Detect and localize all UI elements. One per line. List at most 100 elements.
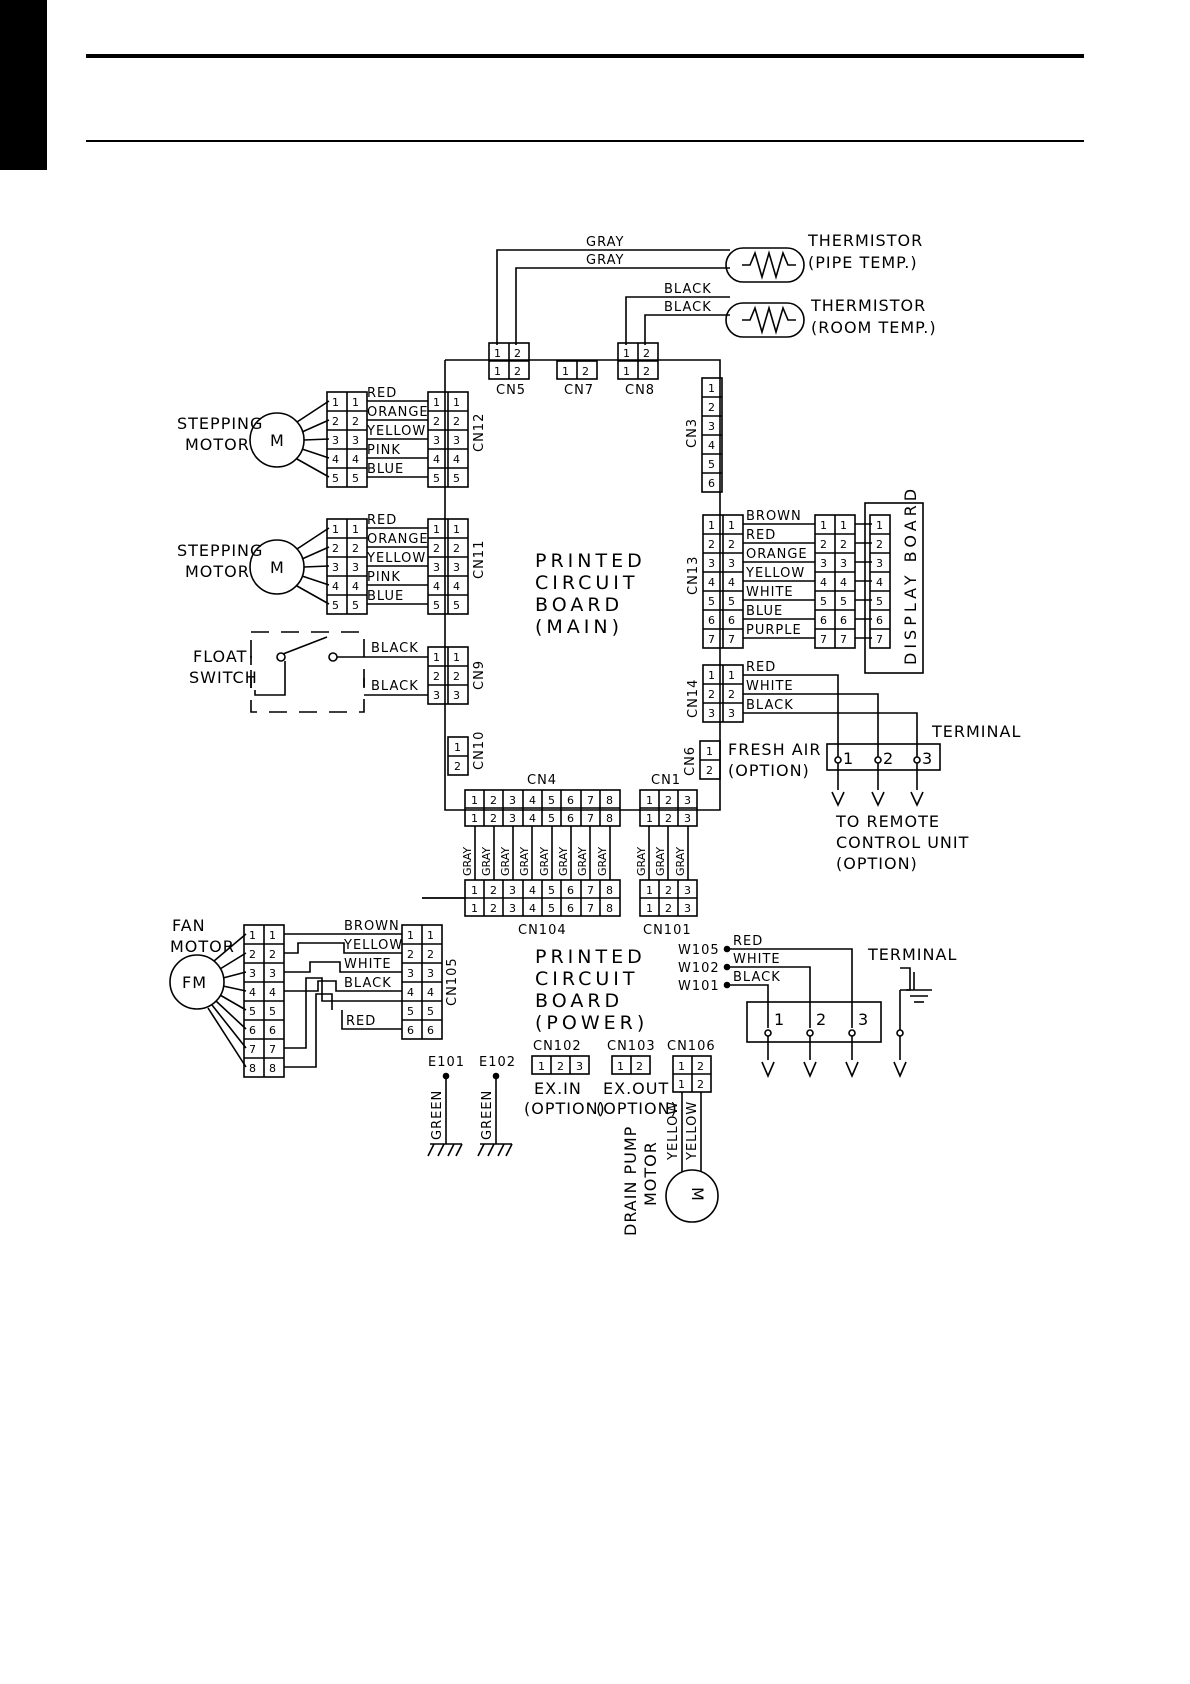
fan-motor-wire-4: BLACK: [344, 976, 392, 991]
fan-motor-wire-1: BROWN: [344, 919, 400, 934]
svg-text:3: 3: [684, 794, 691, 807]
svg-text:7: 7: [728, 633, 735, 646]
power-board-nodes: [723, 945, 731, 989]
svg-text:1: 1: [471, 884, 478, 897]
svg-text:2: 2: [708, 538, 715, 551]
svg-text:5: 5: [548, 794, 555, 807]
svg-text:1: 1: [494, 347, 501, 360]
svg-text:3: 3: [332, 561, 339, 574]
svg-text:1: 1: [269, 929, 276, 942]
svg-text:6: 6: [269, 1024, 276, 1037]
svg-text:GRAY: GRAY: [538, 847, 551, 876]
power-wire-2: WHITE: [733, 952, 781, 967]
svg-text:3: 3: [407, 967, 414, 980]
power-board-title-line1: PRINTED: [535, 946, 646, 968]
svg-text:3: 3: [453, 689, 460, 702]
svg-text:1: 1: [708, 519, 715, 532]
svg-text:1: 1: [678, 1078, 685, 1091]
svg-text:1: 1: [453, 651, 460, 664]
power-wire-3: BLACK: [733, 970, 781, 985]
svg-text:4: 4: [708, 576, 715, 589]
svg-text:1: 1: [332, 396, 339, 409]
svg-text:3: 3: [269, 967, 276, 980]
svg-text:8: 8: [606, 794, 613, 807]
float-switch-symbol: [250, 636, 428, 696]
cn13-wire-7: PURPLE: [746, 623, 802, 638]
cn13-wires: [743, 523, 815, 639]
svg-text:2: 2: [514, 365, 521, 378]
cn102-label: CN102: [533, 1039, 582, 1054]
svg-text:5: 5: [433, 472, 440, 485]
svg-text:4: 4: [876, 576, 883, 589]
svg-text:2: 2: [269, 948, 276, 961]
svg-text:4: 4: [433, 580, 440, 593]
svg-text:1: 1: [646, 884, 653, 897]
cn106-connector: [672, 1055, 712, 1093]
svg-text:6: 6: [567, 812, 574, 825]
cn11-label: CN11: [472, 540, 487, 579]
cn4-connector: [464, 789, 621, 827]
svg-text:7: 7: [587, 794, 594, 807]
cn11-wires: [367, 527, 428, 605]
svg-text:5: 5: [708, 458, 715, 471]
svg-text:3: 3: [708, 557, 715, 570]
pipe-thermistor-wire-2-label: GRAY: [586, 253, 624, 268]
svg-text:2: 2: [820, 538, 827, 551]
svg-text:7: 7: [269, 1043, 276, 1056]
cn14-label: CN14: [686, 679, 701, 718]
svg-text:2: 2: [728, 688, 735, 701]
svg-text:5: 5: [427, 1005, 434, 1018]
svg-text:1: 1: [453, 523, 460, 536]
svg-text:5: 5: [352, 599, 359, 612]
cn13-wire-3: ORANGE: [746, 547, 808, 562]
svg-text:2: 2: [582, 365, 589, 378]
cn13-label: CN13: [686, 556, 701, 595]
w105-label: W105: [678, 943, 720, 958]
svg-text:2: 2: [643, 347, 650, 360]
svg-text:GRAY: GRAY: [518, 847, 531, 876]
svg-text:3: 3: [820, 557, 827, 570]
float-switch-boundary: [250, 631, 365, 713]
svg-text:1: 1: [471, 794, 478, 807]
cn13-wire-1: BROWN: [746, 509, 802, 524]
svg-text:1: 1: [728, 669, 735, 682]
svg-text:1: 1: [454, 741, 461, 754]
svg-text:7: 7: [708, 633, 715, 646]
remote-dest-line3: (OPTION): [836, 854, 918, 873]
svg-text:4: 4: [529, 902, 536, 915]
w101-label: W101: [678, 979, 720, 994]
display-board-pins: [869, 514, 891, 649]
svg-text:6: 6: [567, 884, 574, 897]
svg-text:7: 7: [249, 1043, 256, 1056]
cn13-wire-6: BLUE: [746, 604, 783, 619]
e102-ground: [477, 1072, 513, 1157]
room-thermistor-wire-2: [644, 314, 730, 345]
svg-text:3: 3: [509, 902, 516, 915]
page-edge-tab: [0, 0, 47, 170]
cn101-connector: [639, 879, 698, 917]
svg-text:6: 6: [407, 1024, 414, 1037]
svg-text:1: 1: [562, 365, 569, 378]
remote-terminal-pin-1: 1: [843, 749, 854, 768]
cn104-label: CN104: [518, 923, 567, 938]
power-board-title-line3: BOARD: [535, 990, 623, 1012]
svg-text:5: 5: [453, 599, 460, 612]
cn13-connector: [702, 514, 744, 649]
svg-text:5: 5: [548, 884, 555, 897]
svg-text:1: 1: [427, 929, 434, 942]
drain-pump-wire-1: YELLOW: [666, 1101, 681, 1161]
svg-text:4: 4: [352, 580, 359, 593]
power-terminal-pin-1: 1: [774, 1010, 785, 1029]
svg-text:1: 1: [840, 519, 847, 532]
gray-harness-wires: [474, 826, 689, 880]
svg-text:5: 5: [820, 595, 827, 608]
cn7-connector: [556, 360, 598, 380]
svg-text:2: 2: [697, 1078, 704, 1091]
cn12-wire-4: PINK: [367, 443, 401, 458]
svg-text:8: 8: [606, 884, 613, 897]
